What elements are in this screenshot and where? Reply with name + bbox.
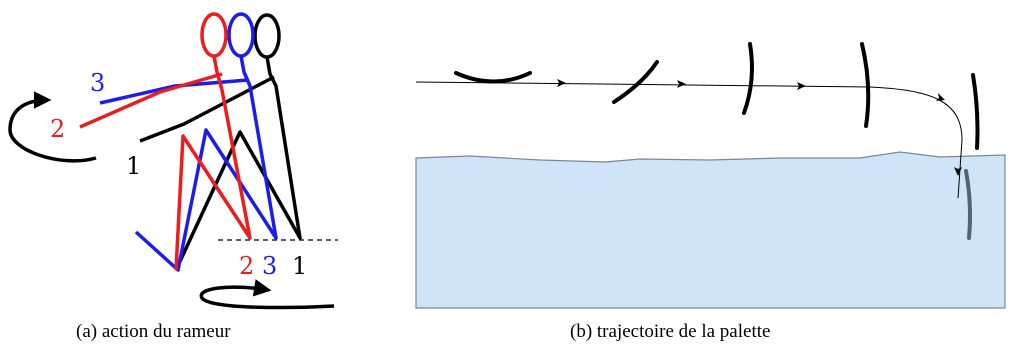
body-pose-2 bbox=[174, 55, 252, 271]
label-pose-2-left: 2 bbox=[50, 115, 65, 143]
trajectory-arrowheads bbox=[557, 79, 962, 176]
traj-arrowhead bbox=[677, 80, 686, 88]
rower-pose-1-black bbox=[139, 13, 302, 271]
blade-pos-3 bbox=[742, 42, 754, 115]
blade-pos-1 bbox=[454, 71, 532, 84]
label-pose-1-feet: 1 bbox=[292, 252, 307, 280]
blade-pos-2 bbox=[612, 60, 659, 104]
label-pose-3-feet: 3 bbox=[262, 252, 277, 280]
traj-arrowhead bbox=[557, 79, 566, 87]
body-pose-1 bbox=[174, 56, 302, 271]
caption-b: (b) trajectoire de la palette bbox=[570, 321, 770, 342]
slide-arrow-bottom bbox=[199, 279, 335, 310]
head-pose-2 bbox=[200, 12, 228, 58]
blade-positions bbox=[454, 42, 980, 150]
arm-pose-2 bbox=[79, 72, 223, 129]
label-pose-2-feet: 2 bbox=[239, 252, 254, 280]
traj-arrowhead bbox=[936, 93, 945, 101]
arm-pose-1 bbox=[139, 75, 275, 143]
caption-a: (a) action du rameur bbox=[76, 321, 231, 342]
blade-pos-5 bbox=[971, 73, 980, 150]
head-pose-3 bbox=[227, 12, 255, 58]
traj-arrowhead bbox=[797, 82, 806, 90]
panel-a-rower-action: 3 2 1 2 3 1 bbox=[8, 12, 338, 310]
label-pose-3-left: 3 bbox=[90, 69, 105, 97]
body-pose-3 bbox=[134, 55, 278, 272]
blade-submerged bbox=[964, 169, 972, 240]
rower-pose-2-red bbox=[79, 12, 252, 271]
rotation-arrow-left bbox=[8, 91, 97, 163]
head-pose-1 bbox=[253, 13, 281, 59]
blade-pos-4 bbox=[860, 42, 871, 128]
label-pose-1-left: 1 bbox=[126, 152, 141, 180]
panel-b-blade-trajectory bbox=[415, 42, 1006, 309]
traj-arrowhead bbox=[954, 167, 962, 176]
water-surface bbox=[415, 151, 1006, 309]
arm-pose-3 bbox=[99, 78, 249, 105]
